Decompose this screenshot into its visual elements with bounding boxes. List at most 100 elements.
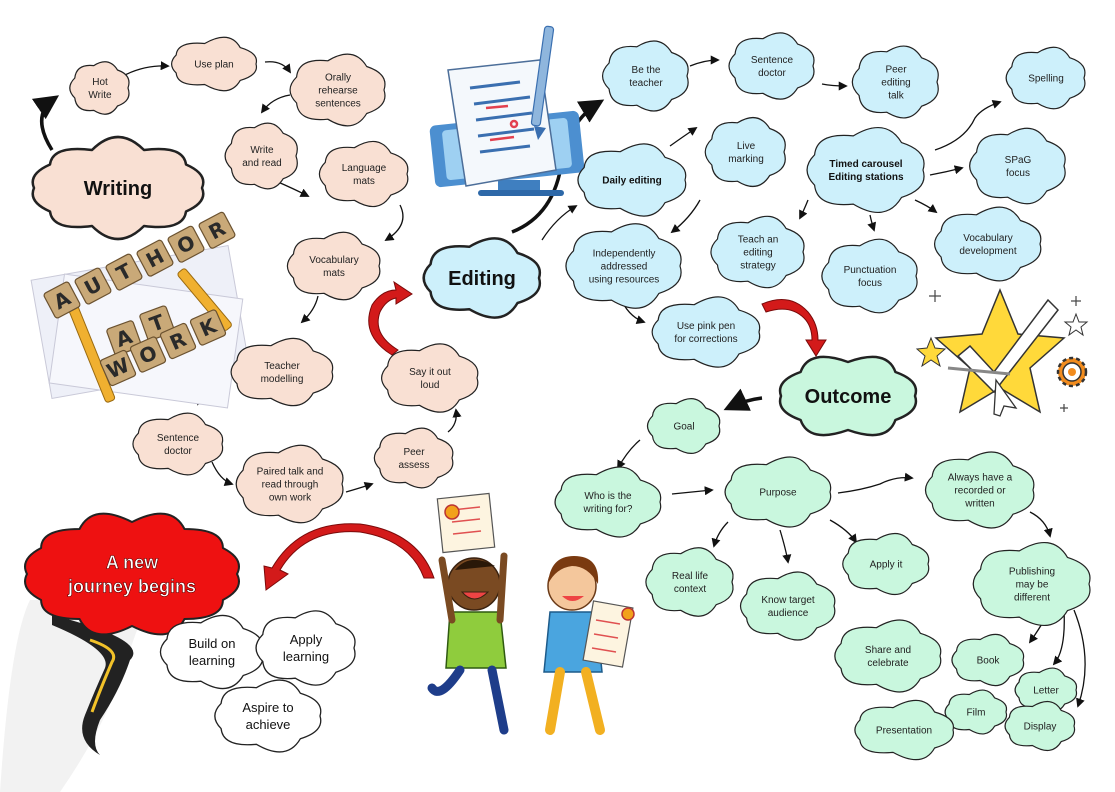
arrow-carousel-spelling	[934, 99, 1002, 151]
node-purpose: Purpose	[724, 456, 832, 528]
arrow-carousel-spag	[929, 165, 964, 176]
arrow-write-language	[277, 181, 310, 197]
node-publishing-different-label: different	[1014, 593, 1050, 604]
node-paired-talk-label: own work	[269, 493, 312, 504]
node-peer-assess: Peer assess	[373, 427, 454, 489]
red-arrow-pinpen-outcome	[761, 299, 827, 357]
node-spag-focus-shape	[969, 127, 1066, 205]
node-know-target-audience-label: Know target	[761, 595, 815, 606]
node-daily-editing-shape	[577, 143, 687, 217]
node-sentence-doctor-w-shape	[132, 412, 224, 476]
node-sentence-doctor-w-label: doctor	[164, 446, 192, 457]
node-vocabulary-development-shape	[934, 206, 1042, 282]
connector-arrows	[124, 55, 1086, 708]
node-book-shape	[951, 633, 1025, 687]
node-spelling-label: Spelling	[1028, 74, 1064, 85]
node-book-label: Book	[977, 656, 1001, 667]
node-sentence-doctor-e-label: doctor	[758, 68, 786, 79]
arrow-orally-write	[260, 94, 291, 114]
node-be-the-teacher-label: Be the	[632, 65, 661, 76]
node-punctuation-focus-label: Punctuation	[844, 265, 897, 276]
node-hot-write-label: Hot	[92, 77, 108, 88]
node-new-journey-label: journey begins	[67, 576, 196, 596]
node-writing-label: Writing	[84, 178, 153, 200]
node-display-shape	[1004, 701, 1076, 751]
node-peer-editing-talk-label: Peer	[885, 65, 907, 76]
arrow-who-purpose	[671, 486, 714, 496]
arrow-always-publishing	[1029, 511, 1053, 538]
node-peer-editing-talk-label: talk	[888, 91, 905, 102]
node-build-on-learning-label: Build on	[189, 636, 236, 651]
letter-tile: W	[99, 349, 137, 387]
letter-tile: R	[159, 322, 197, 360]
node-independently-addressed-label: Independently	[593, 249, 656, 260]
node-paired-talk-shape	[235, 444, 344, 524]
node-spelling-shape	[1005, 46, 1086, 110]
node-apply-learning-label: Apply	[290, 632, 323, 647]
arrow-purpose-reallife	[711, 521, 729, 548]
node-apply-learning-shape	[255, 610, 356, 686]
node-peer-editing-talk-shape	[851, 45, 939, 119]
node-writing-shape	[31, 135, 205, 241]
node-who-writing-for-shape	[554, 466, 662, 538]
node-editing: Editing	[422, 237, 542, 319]
node-letter-label: Letter	[1033, 686, 1059, 697]
node-letter: Letter	[1014, 667, 1078, 713]
node-be-the-teacher-label: teacher	[629, 78, 663, 89]
node-language-mats-label: Language	[342, 163, 387, 174]
node-build-on-learning-shape	[159, 614, 264, 690]
node-know-target-audience-shape	[739, 571, 836, 641]
node-vocabulary-mats-label: Vocabulary	[309, 255, 358, 266]
node-editing-label: Editing	[448, 268, 516, 290]
star-checkmark-icon	[915, 288, 1089, 417]
letter-tile: R	[198, 211, 236, 249]
node-book: Book	[951, 633, 1025, 687]
node-know-target-audience-label: audience	[768, 608, 809, 619]
arrow-editing-daily	[541, 205, 578, 241]
node-editing-shape	[422, 237, 542, 319]
letter-tile: A	[43, 281, 81, 319]
node-live-marking-shape	[704, 117, 786, 187]
node-say-it-out-loud-label: loud	[421, 380, 440, 391]
node-purpose-label: Purpose	[759, 488, 797, 499]
node-live-marking-label: Live	[737, 141, 756, 152]
node-vocabulary-mats: Vocabulary mats	[286, 231, 381, 301]
node-write-and-read-label: Write	[250, 145, 274, 156]
node-hot-write-label: Write	[88, 90, 112, 101]
arrow-purpose-know	[779, 529, 792, 564]
node-vocabulary-mats-label: mats	[323, 268, 345, 279]
node-paired-talk-label: read through	[262, 480, 319, 491]
node-know-target-audience: Know target audience	[739, 571, 836, 641]
arrow-carousel-teach	[799, 199, 809, 220]
arrow-carousel-vocabdev	[914, 199, 938, 214]
letter-tile: A	[106, 320, 142, 356]
node-purpose-shape	[724, 456, 832, 528]
node-write-and-read-shape	[224, 122, 298, 190]
node-apply-it: Apply it	[842, 532, 930, 596]
node-who-writing-for-label: Who is the	[584, 491, 632, 502]
letter-tile: H	[136, 239, 174, 277]
node-aspire-to-achieve-label: achieve	[246, 717, 291, 732]
node-share-celebrate-label: celebrate	[867, 658, 909, 669]
node-peer-assess-label: assess	[398, 460, 429, 471]
node-real-life-context-label: Real life	[672, 571, 709, 582]
arrow-goal-who	[617, 439, 641, 470]
arrow-hotwrite-useplan	[124, 61, 170, 76]
node-teach-editing-strategy-shape	[710, 215, 805, 289]
node-publishing-different-label: may be	[1016, 580, 1049, 591]
node-timed-carousel-label: Timed carousel	[829, 159, 902, 170]
node-new-journey-shape	[24, 512, 240, 636]
node-real-life-context-shape	[645, 547, 734, 617]
node-peer-assess-label: Peer	[403, 447, 425, 458]
arrow-daily-live	[669, 126, 698, 147]
